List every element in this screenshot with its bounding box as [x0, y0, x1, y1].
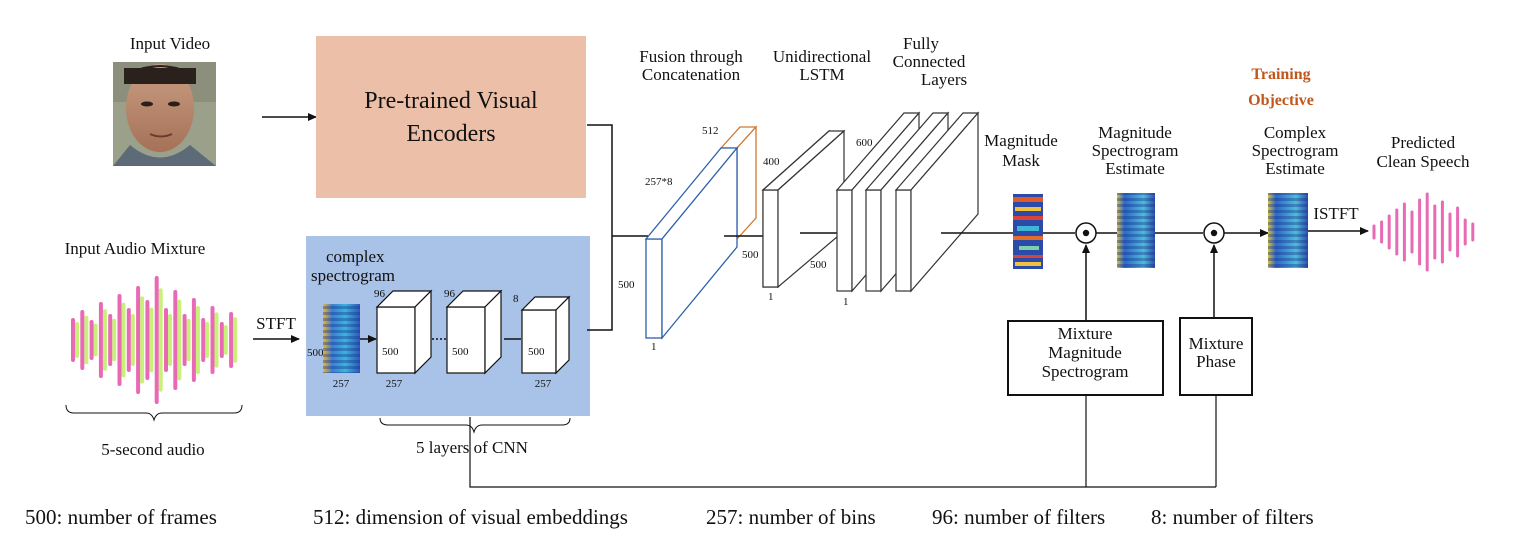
- lstm-block: [761, 129, 846, 289]
- merge-bracket: [587, 124, 613, 331]
- mixture-feed-line: [469, 417, 1216, 488]
- complex-est-label-line2: Spectrogram: [1252, 141, 1339, 160]
- mag-mask-label-line2: Mask: [1002, 151, 1040, 170]
- fusion-dim-257x8: 257*8: [645, 176, 673, 188]
- fc-label-line2: Connected: [893, 52, 966, 71]
- audio-brace: [65, 404, 243, 422]
- input-spectrogram-image: [323, 304, 360, 373]
- input-video-label: Input Video: [130, 34, 210, 53]
- mag-est-label-line2: Spectrogram: [1092, 141, 1179, 160]
- mix-mag-label-line2: Magnitude: [1048, 343, 1122, 362]
- complex-estimate-image: [1268, 193, 1308, 268]
- predicted-waveform-icon: [1372, 192, 1475, 272]
- cnn-layer-3: [520, 295, 571, 375]
- complex-spectrogram-label-line2: spectrogram: [311, 266, 395, 285]
- fusion-block: [644, 125, 758, 340]
- fusion-dim-500: 500: [618, 279, 635, 291]
- complex-est-label-line3: Estimate: [1265, 159, 1324, 178]
- fc-dim-1: 1: [843, 296, 849, 308]
- training-objective-line1: Training: [1251, 66, 1310, 83]
- cnn3-dim-8: 8: [513, 293, 519, 305]
- five-layers-label: 5 layers of CNN: [416, 438, 528, 457]
- face-photo-icon: [113, 62, 216, 166]
- input-waveform-icon: [71, 276, 238, 404]
- multiply-operator-icon: [1075, 222, 1097, 244]
- magnitude-mask-image: [1013, 194, 1043, 269]
- mag-est-label-line1: Magnitude: [1098, 123, 1172, 142]
- fc-layer-3: [894, 111, 980, 293]
- legend-frames: 500: number of frames: [25, 505, 217, 529]
- fusion-dim-512: 512: [702, 125, 719, 137]
- fc-label-line3: Layers: [921, 70, 967, 89]
- encoder-label-line2: Encoders: [406, 121, 495, 147]
- cnn2-dim-96: 96: [444, 288, 456, 300]
- lstm-label-line2: LSTM: [799, 65, 844, 84]
- legend-bins: 257: number of bins: [706, 505, 876, 529]
- legend-filters-96: 96: number of filters: [932, 505, 1105, 529]
- fusion-label-line2: Concatenation: [642, 65, 741, 84]
- predicted-label-line2: Clean Speech: [1377, 152, 1470, 171]
- fusion-dim-1: 1: [651, 341, 657, 353]
- cnn1-dim-96: 96: [374, 288, 386, 300]
- fc-dim-600: 600: [856, 137, 873, 149]
- five-second-label: 5-second audio: [101, 440, 204, 459]
- complex-spectrogram-label-line1: complex: [326, 247, 385, 266]
- cnn1-dim-257: 257: [386, 378, 403, 390]
- predicted-label-line1: Predicted: [1391, 133, 1456, 152]
- fusion-label-line1: Fusion through: [639, 47, 743, 66]
- istft-label: ISTFT: [1313, 204, 1359, 223]
- mixture-magnitude-box: Mixture Magnitude Spectrogram: [1007, 320, 1164, 396]
- complex-est-label-line1: Complex: [1264, 123, 1327, 142]
- encoder-label-line1: Pre-trained Visual: [364, 88, 538, 114]
- spec-dim-500: 500: [307, 347, 324, 359]
- mag-est-label-line3: Estimate: [1105, 159, 1164, 178]
- mix-phase-label-line1: Mixture: [1189, 334, 1244, 353]
- legend-filters-8: 8: number of filters: [1151, 505, 1314, 529]
- lstm-dim-400: 400: [763, 156, 780, 168]
- visual-encoder-box: Pre-trained Visual Encoders: [316, 36, 586, 198]
- mag-mask-label-line1: Magnitude: [984, 131, 1058, 150]
- cnn-layer-1: [375, 289, 433, 375]
- cnn3-dim-500: 500: [528, 346, 545, 358]
- training-objective-line2: Objective: [1248, 92, 1314, 109]
- mixture-phase-box: Mixture Phase: [1179, 317, 1253, 396]
- input-audio-label: Input Audio Mixture: [65, 239, 206, 258]
- cnn1-dim-500: 500: [382, 346, 399, 358]
- spec-dim-257: 257: [333, 378, 350, 390]
- cnn3-dim-257: 257: [535, 378, 552, 390]
- legend-embeddings: 512: dimension of visual embeddings: [313, 505, 628, 529]
- mix-phase-label-line2: Phase: [1196, 352, 1236, 371]
- lstm-dim-1: 1: [768, 291, 774, 303]
- lstm-label-line1: Unidirectional: [773, 47, 871, 66]
- fc-label-line1: Fully: [903, 34, 939, 53]
- cnn-layer-2: [445, 289, 503, 375]
- mix-mag-label-line3: Spectrogram: [1042, 362, 1129, 381]
- lstm-dim-500: 500: [810, 259, 827, 271]
- stft-label: STFT: [256, 314, 296, 333]
- multiply-operator-icon: [1203, 222, 1225, 244]
- magnitude-estimate-image: [1117, 193, 1155, 268]
- cnn2-dim-500: 500: [452, 346, 469, 358]
- fusion-dim-500b: 500: [742, 249, 759, 261]
- cnn-brace: [379, 417, 571, 434]
- mix-mag-label-line1: Mixture: [1058, 324, 1113, 343]
